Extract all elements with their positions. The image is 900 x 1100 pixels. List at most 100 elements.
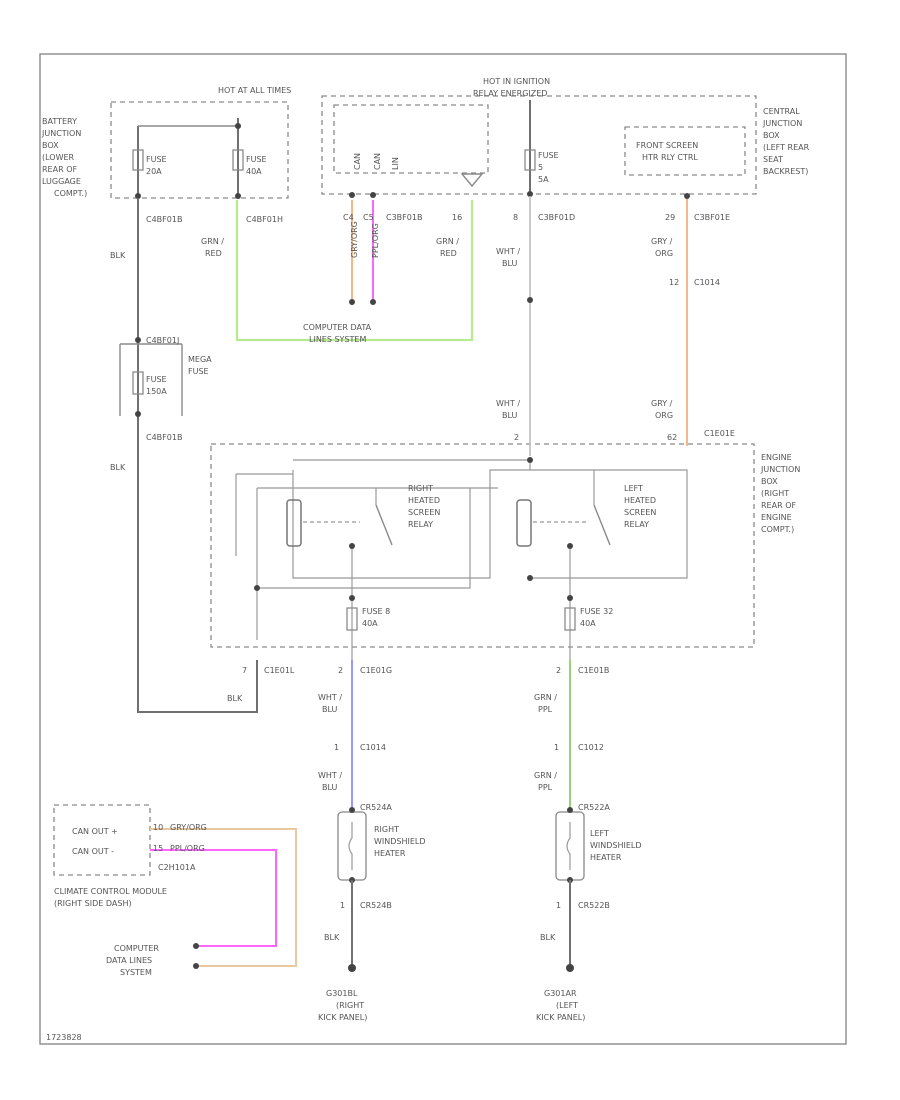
gry-org-1-a: GRY / xyxy=(651,237,673,246)
ground-right-l2: KICK PANEL) xyxy=(318,1013,367,1022)
conn-pin-7: 7 xyxy=(242,666,247,675)
cdl-top-l0: COMPUTER DATA xyxy=(303,323,372,332)
right-heater-l2: HEATER xyxy=(374,849,406,858)
left-relay-l2: SCREEN xyxy=(624,508,656,517)
right-relay-l1: HEATED xyxy=(408,496,440,505)
left-heater-l0: LEFT xyxy=(590,829,609,838)
front-ctrl-l1: HTR RLY CTRL xyxy=(642,153,698,162)
can-lo-wire xyxy=(150,849,277,947)
left-relay-switch xyxy=(593,504,611,546)
conn-c3bf01e: C3BF01E xyxy=(694,213,730,222)
module-inner-box xyxy=(333,104,489,174)
wht-blu-splice xyxy=(527,297,533,303)
fuse-5-dot xyxy=(527,191,533,197)
fuse-32-dot xyxy=(567,595,573,601)
front-ctrl-l0: FRONT SCREEN xyxy=(636,141,698,150)
ground-symbol-module xyxy=(460,173,484,188)
battery-jb-l6: COMPT.) xyxy=(54,189,87,198)
engine-jb-l2: BOX xyxy=(761,477,778,486)
relay-energized: RELAY ENERGIZED xyxy=(473,89,547,98)
right-relay-coil xyxy=(286,499,302,547)
wht-blu-1-b: BLU xyxy=(502,259,518,268)
mega-fuse-body xyxy=(132,371,144,395)
left-relay-l1: HEATED xyxy=(624,496,656,505)
central-jb-l2: BOX xyxy=(763,131,780,140)
fuse-20a-dot xyxy=(135,193,141,199)
conn-c1e01g: C1E01G xyxy=(360,666,392,675)
left-relay-label: LEFT HEATED SCREEN RELAY xyxy=(624,484,656,529)
conn-pin-16: 16 xyxy=(452,213,462,222)
conn-pin-2c: 2 xyxy=(556,666,561,675)
gry-org-vertical-label: GRY/ORG xyxy=(350,221,359,258)
module-pin-dot-a xyxy=(349,192,355,198)
left-relay-out-dot xyxy=(567,543,573,549)
engine-jb-l3: (RIGHT xyxy=(761,489,789,498)
wht-blu-2-b: BLU xyxy=(502,411,518,420)
mega-fuse-label-0: MEGA xyxy=(188,355,212,364)
blk-label-4: BLK xyxy=(324,933,340,942)
engine-jb-l0: ENGINE xyxy=(761,453,792,462)
battery-junction-box xyxy=(110,101,289,199)
ground-right-l0: G301BL xyxy=(326,989,358,998)
conn-c1e01e: C1E01E xyxy=(704,429,735,438)
right-heater-top-dot xyxy=(349,807,355,813)
can-hi-wire xyxy=(150,828,297,967)
fuse-8-l0: FUSE 8 xyxy=(362,607,390,616)
right-relay-out-dot xyxy=(349,543,355,549)
fuse-5-l2: 5A xyxy=(538,175,549,184)
grn-red-wire xyxy=(235,200,474,342)
climate-module-box xyxy=(53,804,151,876)
cdl-dot-1 xyxy=(193,943,199,949)
conn-pin-2b: 2 xyxy=(338,666,343,675)
can-out-minus: CAN OUT - xyxy=(72,847,114,856)
blk-label-2: BLK xyxy=(110,463,126,472)
module-pin-labels: CAN CAN LIN xyxy=(353,153,400,170)
conn-c1012: C1012 xyxy=(578,743,604,752)
engine-jb-l6: COMPT.) xyxy=(761,525,794,534)
fuse-40a-top-l0: FUSE xyxy=(246,155,267,164)
module-pin-dot-b xyxy=(370,192,376,198)
pin-10: 10 xyxy=(153,823,163,832)
central-jb-l1: JUNCTION xyxy=(762,119,802,128)
conn-c1e01b: C1E01B xyxy=(578,666,609,675)
conn-cr524a: CR524A xyxy=(360,803,392,812)
left-heater-l2: HEATER xyxy=(590,853,622,862)
central-jb-l0: CENTRAL xyxy=(763,107,800,116)
climate-l0: CLIMATE CONTROL MODULE xyxy=(54,887,167,896)
gry-org-top-dot xyxy=(684,193,690,199)
cdl-bottom-l1: DATA LINES xyxy=(106,956,152,965)
relay-splice-2 xyxy=(527,575,533,581)
ppl-org-vertical-label: PPL/ORG xyxy=(371,223,380,258)
grn-ppl-2-a: GRN / xyxy=(534,771,557,780)
battery-jb-l1: JUNCTION xyxy=(41,129,81,138)
ground-left-l2: KICK PANEL) xyxy=(536,1013,585,1022)
conn-c1014: C1014 xyxy=(694,278,720,287)
conn-pin-c5: C5 xyxy=(363,213,374,222)
ground-left-label: G301AR (LEFT KICK PANEL) xyxy=(536,989,585,1022)
blk-label-1: BLK xyxy=(110,251,126,260)
mega-fuse-dot-bot xyxy=(135,411,141,417)
conn-c1e01l: C1E01L xyxy=(264,666,295,675)
conn-pin-8: 8 xyxy=(513,213,518,222)
right-relay-switch xyxy=(375,504,393,546)
wht-blu-4-b: BLU xyxy=(322,783,338,792)
fuse-20a-l1: 20A xyxy=(146,167,162,176)
fuse-5-body xyxy=(524,149,536,171)
ground-left-l0: G301AR xyxy=(544,989,577,998)
conn-c3bf01d: C3BF01D xyxy=(538,213,575,222)
ground-left-l1: (LEFT xyxy=(556,1001,578,1010)
right-relay-label: RIGHT HEATED SCREEN RELAY xyxy=(408,484,440,529)
conn-pin-29: 29 xyxy=(665,213,675,222)
front-screen-ctrl-box xyxy=(624,126,746,176)
conn-pin-1c: 1 xyxy=(340,901,345,910)
battery-jb-l3: (LOWER xyxy=(42,153,75,162)
battery-jb-label: BATTERY JUNCTION BOX (LOWER REAR OF LUGG… xyxy=(41,117,87,198)
mega-fuse-label-1: FUSE xyxy=(188,367,209,376)
cdl-top-l1: LINES SYSTEM xyxy=(309,335,366,344)
grn-red-2-b: RED xyxy=(440,249,457,258)
central-jb-l3: (LEFT REAR xyxy=(763,143,810,152)
mega-fuse-bracket xyxy=(119,343,183,416)
conn-pin-2a: 2 xyxy=(514,433,519,442)
gry-org-2-a: GRY / xyxy=(651,399,673,408)
conn-cr522b: CR522B xyxy=(578,901,610,910)
